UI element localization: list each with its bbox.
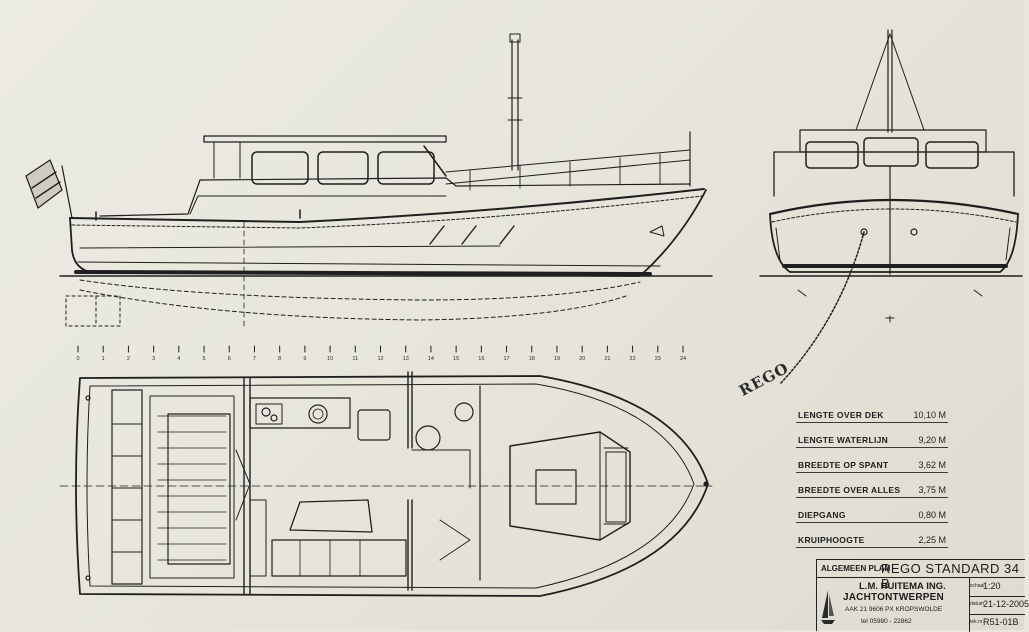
firm-subtitle: JACHTONTWERPEN bbox=[843, 592, 944, 603]
station-label: 19 bbox=[554, 356, 560, 362]
station-label: 10 bbox=[327, 356, 333, 362]
drawing-number-value: R51-01B bbox=[983, 617, 1019, 627]
spec-row: BREEDTE OP SPANT 3,62 M bbox=[796, 448, 948, 473]
spec-value: 0,80 M bbox=[918, 510, 946, 520]
title-block: ALGEMEEN PLAN REGO STANDARD 34 B L.M. HU… bbox=[816, 559, 1029, 632]
station-label: 6 bbox=[228, 356, 231, 362]
station-label: 3 bbox=[152, 356, 155, 362]
spec-label: KRUIPHOOGTE bbox=[798, 535, 865, 545]
spec-value: 10,10 M bbox=[913, 410, 946, 420]
station-label: 1 bbox=[102, 356, 105, 362]
firm-name: L.M. HUITEMA ING. bbox=[859, 581, 946, 592]
scale-value: 1:20 bbox=[983, 581, 1001, 591]
spec-label: BREEDTE OVER ALLES bbox=[798, 485, 901, 495]
station-label: 15 bbox=[453, 356, 459, 362]
station-label: 14 bbox=[428, 356, 434, 362]
firm-telephone: tel 05980 - 22862 bbox=[861, 618, 912, 625]
spec-row: LENGTE OVER DEK 10,10 M bbox=[796, 398, 948, 423]
station-label: 12 bbox=[377, 356, 383, 362]
drawing-number-key: tek.nr. bbox=[970, 619, 984, 625]
station-label: 23 bbox=[655, 356, 661, 362]
station-label: 5 bbox=[203, 356, 206, 362]
spec-row: KRUIPHOOGTE 2,25 M bbox=[796, 523, 948, 548]
station-label: 16 bbox=[478, 356, 484, 362]
drawing-number-cell: tek.nr. R51-01B bbox=[969, 614, 1025, 632]
station-label: 0 bbox=[76, 356, 79, 362]
plan-label: ALGEMEEN PLAN bbox=[821, 564, 891, 573]
station-label: 8 bbox=[278, 356, 281, 362]
front-view bbox=[759, 29, 1023, 385]
spec-row: BREEDTE OVER ALLES 3,75 M bbox=[796, 473, 948, 498]
spec-row: LENGTE WATERLIJN 9,20 M bbox=[796, 423, 948, 448]
station-label: 18 bbox=[529, 356, 535, 362]
station-label: 17 bbox=[503, 356, 509, 362]
drawing-meta: schaal 1:20 datum 21-12-2005 tek.nr. R51… bbox=[969, 578, 1029, 632]
spec-label: BREEDTE OP SPANT bbox=[798, 460, 889, 470]
spec-value: 9,20 M bbox=[918, 435, 946, 445]
spec-value: 3,75 M bbox=[918, 485, 946, 495]
spec-label: DIEPGANG bbox=[798, 510, 846, 520]
plan-view bbox=[59, 371, 713, 597]
station-label: 13 bbox=[403, 356, 409, 362]
station-label: 24 bbox=[680, 356, 686, 362]
specifications-table: LENGTE OVER DEK 10,10 M LENGTE WATERLIJN… bbox=[796, 398, 948, 548]
firm-block: L.M. HUITEMA ING. JACHTONTWERPEN AAK 21 … bbox=[839, 578, 970, 632]
scale-key: schaal bbox=[970, 583, 985, 589]
spec-label: LENGTE WATERLIJN bbox=[798, 435, 889, 445]
station-label: 7 bbox=[253, 356, 256, 362]
spec-value: 2,25 M bbox=[918, 535, 946, 545]
date-key: datum bbox=[970, 601, 984, 607]
sailboat-logo-icon bbox=[821, 590, 835, 624]
station-label: 21 bbox=[604, 356, 610, 362]
date-value: 21-12-2005 bbox=[983, 599, 1029, 609]
station-label: 2 bbox=[127, 356, 130, 362]
boat-name: REGO STANDARD 34 B bbox=[881, 561, 1020, 591]
spec-row: DIEPGANG 0,80 M bbox=[796, 498, 948, 523]
side-elevation bbox=[25, 33, 713, 331]
title-block-header: ALGEMEEN PLAN REGO STANDARD 34 B bbox=[817, 560, 1025, 591]
station-label: 11 bbox=[352, 356, 358, 362]
firm-address: AAK 21 9606 PX KROPSWOLDE bbox=[845, 606, 943, 613]
station-label: 22 bbox=[630, 356, 636, 362]
date-cell: datum 21-12-2005 bbox=[969, 596, 1029, 615]
station-label: 20 bbox=[579, 356, 585, 362]
scale-cell: schaal 1:20 bbox=[969, 578, 1025, 597]
spec-label: LENGTE OVER DEK bbox=[798, 410, 884, 420]
station-label: 4 bbox=[177, 356, 180, 362]
spec-value: 3,62 M bbox=[918, 460, 946, 470]
title-block-body: L.M. HUITEMA ING. JACHTONTWERPEN AAK 21 … bbox=[817, 578, 1029, 632]
station-label: 9 bbox=[303, 356, 306, 362]
